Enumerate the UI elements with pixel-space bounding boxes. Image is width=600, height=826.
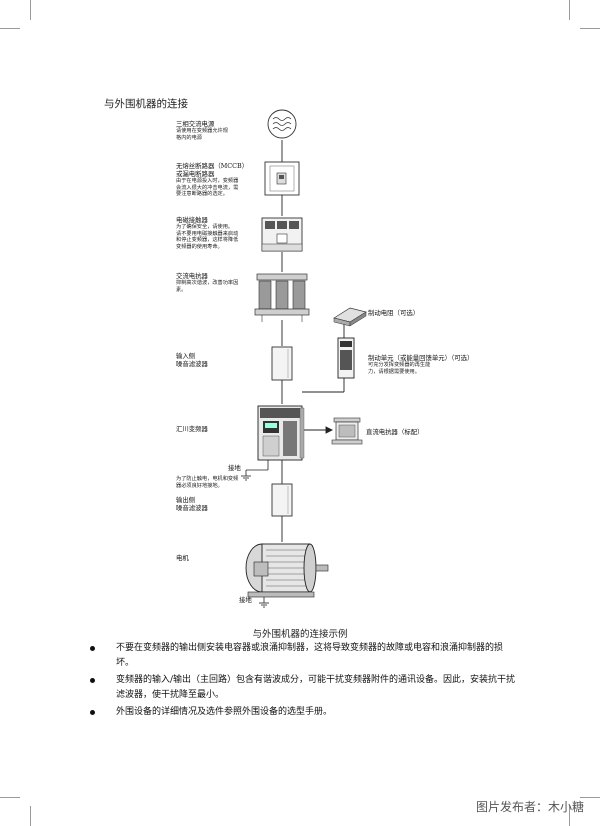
inverter-icon: [257, 405, 305, 461]
ac-reactor-label: 交流电抗器 抑制高次谐波，改善功率因 素。: [176, 272, 239, 293]
bullet-icon: [90, 646, 95, 651]
motor-ground-label: 接地: [239, 596, 252, 604]
crop-mark: [580, 28, 600, 29]
section-title: 与外围机器的连接: [104, 98, 188, 110]
contactor-label: 电磁接触器 为了确保安全，请使用。 请不要用电磁接触器来启动 和停止变频器，这样…: [176, 216, 239, 250]
mccb-label: 无熔丝断路器（MCCB） 或漏电断路器 由于在电源投入时，变频器 会流入很大的冲…: [176, 162, 249, 198]
motor-icon: [245, 543, 329, 598]
ground-note: 为了防止触电，电机和变频 器必须良好地接地。: [176, 476, 239, 489]
bullet-icon: [90, 710, 95, 715]
figure-caption: 与外围机器的连接示例: [252, 629, 348, 640]
connection-diagram: [241, 109, 367, 608]
crop-mark: [30, 806, 31, 826]
note-item: 外围设备的详细情况及选件参照外围设备的选型手册。: [90, 705, 520, 720]
brake-unit-icon: [337, 337, 355, 379]
breaker-icon: [264, 161, 300, 196]
ground-label: 接地: [228, 464, 241, 472]
note-item: 不要在变频器的输出侧安装电容器或浪涌抑制器，这将导致变频器的故障或电容和浪涌抑制…: [90, 641, 520, 671]
ground-icon: [241, 460, 269, 481]
brake-resistor-label: 制动电阻（可选）: [368, 309, 420, 317]
note-item: 变频器的输入/输出（主回路）包含有谐波成分，可能干扰变频器附件的通讯设备。因此，…: [90, 673, 520, 703]
input-filter-label: 输入侧 噪音滤波器: [176, 352, 208, 368]
reactor-icon: [254, 273, 310, 322]
inverter-label: 汇川变频器: [176, 425, 208, 433]
filter-box-icon: [271, 346, 293, 381]
contactor-icon: [261, 217, 303, 252]
power-supply-label: 三相交流电源 请使用在变频器允许规 格内的电源: [176, 120, 228, 141]
crop-mark: [0, 28, 20, 29]
dc-reactor-icon: [331, 417, 363, 445]
crop-mark: [580, 797, 600, 798]
ac-wave-icon: [267, 109, 297, 139]
motor-label: 电机: [176, 554, 189, 562]
crop-mark: [569, 0, 570, 20]
notes-list: 不要在变频器的输出侧安装电容器或浪涌抑制器，这将导致变频器的故障或电容和浪涌抑制…: [90, 641, 520, 722]
crop-mark: [0, 797, 20, 798]
output-filter-label: 输出侧 噪音滤波器: [176, 496, 208, 512]
crop-mark: [569, 806, 570, 826]
ground-icon: [259, 597, 269, 608]
dc-reactor-label: 直流电抗器（标配）: [366, 428, 424, 436]
resistor-icon: [333, 307, 367, 327]
crop-mark: [30, 0, 31, 20]
bullet-icon: [90, 678, 95, 683]
watermark: 图片发布者：木小糖: [475, 800, 584, 814]
brake-unit-label: 制动单元（或能量回馈单元）（可选） 可充分发挥变频器的再生能 力，请根据需要使用…: [368, 354, 474, 375]
filter-box-icon: [271, 483, 293, 517]
